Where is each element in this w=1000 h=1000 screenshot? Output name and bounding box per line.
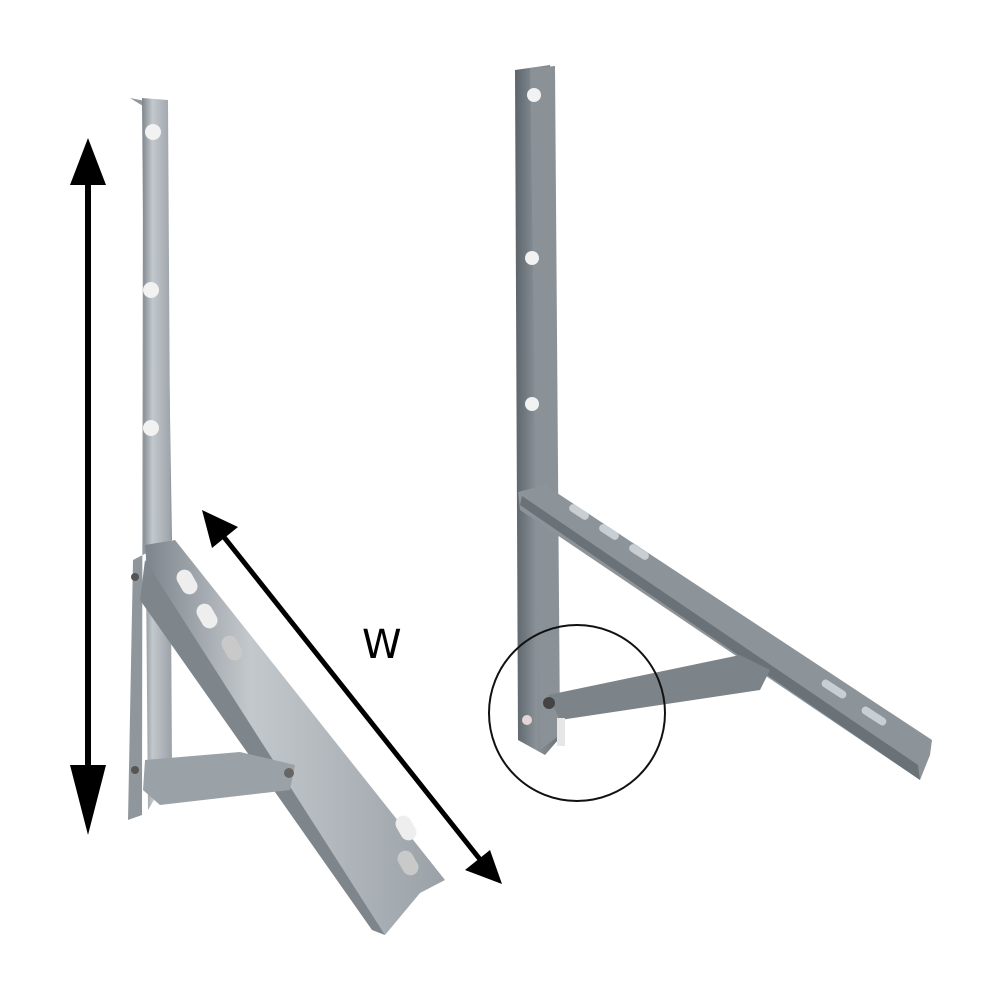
width-dimension-arrow bbox=[202, 510, 502, 884]
height-dimension-arrow bbox=[70, 138, 106, 835]
width-label: W bbox=[362, 622, 402, 668]
detail-callout-circle bbox=[488, 624, 666, 802]
right-bracket bbox=[515, 65, 932, 780]
left-bracket bbox=[128, 98, 445, 935]
